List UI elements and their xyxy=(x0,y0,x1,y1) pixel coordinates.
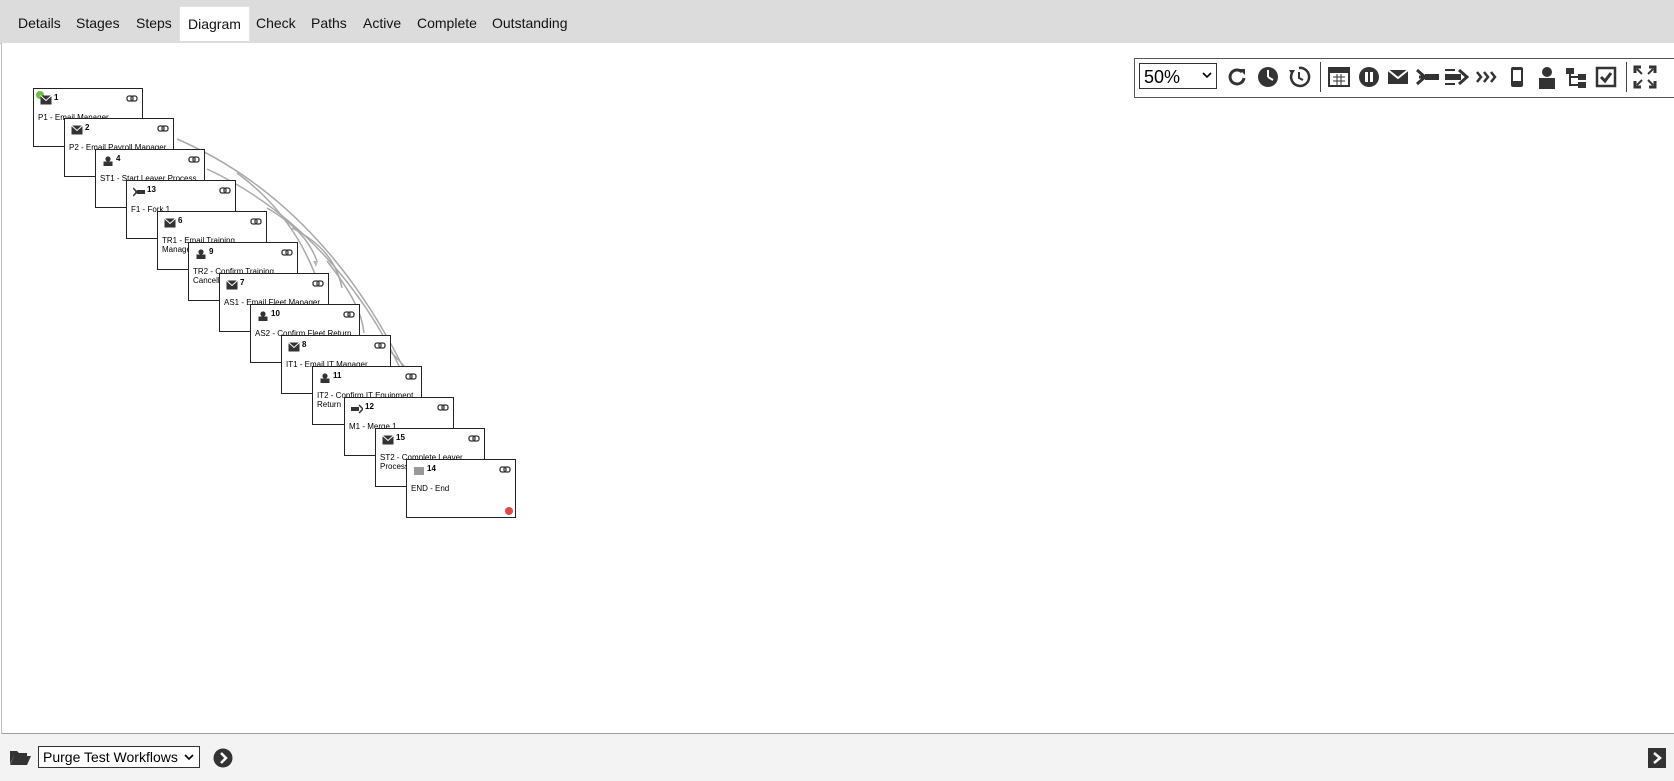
footer-bar: Purge Test Workflows xyxy=(0,734,1674,781)
link-icon[interactable] xyxy=(468,434,480,443)
chevron-down-icon xyxy=(1202,72,1212,79)
end-icon xyxy=(414,467,424,475)
node-number: 15 xyxy=(396,433,405,442)
node-label: IT1 - Email IT Manager xyxy=(286,360,368,369)
user-icon[interactable] xyxy=(1535,65,1559,89)
email-icon xyxy=(382,435,394,445)
node-number: 1 xyxy=(54,93,59,102)
link-icon[interactable] xyxy=(188,155,200,164)
link-icon[interactable] xyxy=(250,217,262,226)
link-icon[interactable] xyxy=(126,94,138,103)
tab-outstanding[interactable]: Outstanding xyxy=(492,15,568,31)
node-number: 4 xyxy=(116,154,121,163)
merge-icon[interactable] xyxy=(1445,65,1469,89)
link-icon[interactable] xyxy=(437,403,449,412)
workflow-select-value: Purge Test Workflows xyxy=(43,749,178,765)
user-icon xyxy=(258,311,268,321)
node-label: P1 - Email Manager xyxy=(38,113,109,122)
email-icon xyxy=(40,95,52,105)
link-icon[interactable] xyxy=(219,186,231,195)
start-indicator xyxy=(36,91,44,99)
email-icon xyxy=(226,280,238,290)
tab-diagram[interactable]: Diagram xyxy=(179,6,250,41)
node-label: TR2 - Confirm Training Cancellation xyxy=(193,267,274,285)
node-label: ST2 - Complete Leaver Process xyxy=(380,453,463,471)
toolbar-separator xyxy=(1626,62,1627,92)
node-label: AS2 - Confirm Fleet Return xyxy=(255,329,352,338)
node-number: 14 xyxy=(427,464,436,473)
email-icon[interactable] xyxy=(1386,65,1410,89)
tab-active[interactable]: Active xyxy=(363,15,402,31)
link-icon[interactable] xyxy=(157,124,169,133)
node-number: 10 xyxy=(271,309,280,318)
link-icon[interactable] xyxy=(374,341,386,350)
tab-bar: Details Stages Steps Diagram Check Paths… xyxy=(0,0,1674,44)
workflow-select[interactable]: Purge Test Workflows xyxy=(38,746,200,768)
tab-details[interactable]: Details xyxy=(18,15,61,31)
refresh-icon[interactable] xyxy=(1225,65,1249,89)
folder-open-icon[interactable] xyxy=(9,748,31,766)
go-button-icon[interactable] xyxy=(213,748,233,768)
history-icon[interactable] xyxy=(1287,65,1311,89)
hierarchy-icon[interactable] xyxy=(1564,65,1588,89)
user-icon xyxy=(320,373,330,383)
node-number: 2 xyxy=(85,123,90,132)
node-label: P2 - Email Payroll Manager xyxy=(69,143,167,152)
email-icon xyxy=(71,125,83,135)
email-icon xyxy=(164,218,176,228)
tab-complete[interactable]: Complete xyxy=(417,15,477,31)
link-icon[interactable] xyxy=(343,310,355,319)
link-icon[interactable] xyxy=(312,279,324,288)
node-number: 7 xyxy=(240,278,245,287)
node-number: 13 xyxy=(147,185,156,194)
tab-paths[interactable]: Paths xyxy=(311,15,347,31)
link-icon[interactable] xyxy=(499,465,511,474)
node-label: TR1 - Email Training Manager xyxy=(162,236,235,254)
zoom-select[interactable]: 50% xyxy=(1139,63,1217,89)
tab-check[interactable]: Check xyxy=(256,15,296,31)
node-number: 9 xyxy=(209,247,214,256)
diagram-canvas[interactable]: 1 P1 - Email Manager 2 P2 - Email Payrol… xyxy=(1,43,1674,734)
checkbox-icon[interactable] xyxy=(1594,65,1618,89)
timer-icon[interactable] xyxy=(1256,65,1280,89)
fullscreen-icon[interactable] xyxy=(1633,65,1657,89)
toolbar-separator xyxy=(1320,62,1321,92)
link-icon[interactable] xyxy=(281,248,293,257)
node-14[interactable]: 14 END - End xyxy=(406,459,516,518)
diagram-connectors xyxy=(176,138,436,436)
node-number: 8 xyxy=(302,340,307,349)
link-icon[interactable] xyxy=(405,372,417,381)
tab-steps[interactable]: Steps xyxy=(136,15,172,31)
email-icon xyxy=(288,342,300,352)
merge-icon xyxy=(351,404,363,414)
chevron-down-icon xyxy=(184,754,194,761)
zoom-value: 50% xyxy=(1144,67,1181,87)
pause-icon[interactable] xyxy=(1357,65,1381,89)
panel-toggle-icon[interactable] xyxy=(1648,748,1666,768)
node-label: AS1 - Email Fleet Manager xyxy=(224,298,321,307)
fork-icon[interactable] xyxy=(1415,65,1439,89)
calendar-icon[interactable] xyxy=(1327,65,1351,89)
user-icon xyxy=(103,156,113,166)
node-number: 12 xyxy=(365,402,374,411)
node-number: 11 xyxy=(333,371,342,380)
node-label: END - End xyxy=(411,484,450,493)
tab-stages[interactable]: Stages xyxy=(76,15,120,31)
node-label: ST1 - Start Leaver Process xyxy=(100,174,197,183)
end-indicator xyxy=(505,507,513,515)
diagram-toolbar: 50% xyxy=(1134,58,1674,98)
node-label: M1 - Merge 1 xyxy=(349,422,397,431)
fork-icon xyxy=(133,187,145,197)
mobile-icon[interactable] xyxy=(1505,65,1529,89)
node-label: IT2 - Confirm IT Equipment Return xyxy=(317,391,414,409)
node-number: 6 xyxy=(178,216,183,225)
chevrons-icon[interactable] xyxy=(1475,65,1499,89)
node-label: F1 - Fork 1 xyxy=(131,205,171,214)
user-icon xyxy=(196,249,206,259)
